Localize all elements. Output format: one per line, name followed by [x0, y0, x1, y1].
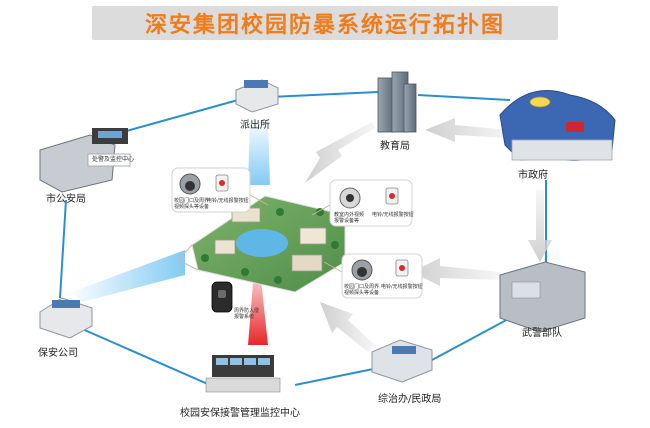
- label-security-company: 保安公司: [38, 348, 78, 359]
- arrow-education-campus: [305, 122, 375, 183]
- signal-beams: [72, 120, 270, 345]
- diagram-title: 深安集团校园防暴系统运行拓扑图: [144, 13, 505, 38]
- label-city-government: 市政府: [518, 170, 548, 181]
- gray-arrows: [305, 118, 552, 352]
- node-comprehensive-office: [371, 339, 433, 383]
- arrow-armedpolice-campus: [412, 258, 500, 286]
- node-education-bureau: [377, 71, 417, 133]
- label-education-bureau: 教育局: [380, 141, 410, 152]
- police-car-icon: [566, 122, 584, 132]
- node-monitoring-center: [205, 355, 281, 393]
- label-armed-police: 武警部队: [522, 328, 562, 339]
- beam-center-red: [248, 270, 268, 345]
- node-armed-police: [499, 261, 586, 333]
- beam-police: [248, 120, 270, 185]
- campus-scene: [177, 195, 356, 293]
- label-public-security: 市公安局: [46, 194, 86, 205]
- link-police-education: [269, 91, 379, 98]
- link-center-security: [79, 327, 211, 386]
- label-monitoring-center: 校园安保接警管理监控中心: [180, 408, 300, 419]
- text-button-bottom: 电铃/无线报警按钮: [381, 284, 423, 290]
- arrow-office-campus: [320, 302, 375, 352]
- text-camera-right: 教室内外视频 报警设备等: [334, 212, 365, 224]
- link-office-center: [294, 367, 379, 386]
- node-public-security: [39, 128, 131, 193]
- node-security-company: [39, 297, 93, 339]
- text-detector: 周界防入侵 报警系统: [234, 308, 260, 320]
- arrow-government-education: [425, 118, 510, 142]
- label-police-station: 派出所: [240, 120, 270, 131]
- title-bar: 深安集团校园防暴系统运行拓扑图: [92, 6, 558, 40]
- link-security-publicsecurity: [59, 199, 67, 299]
- text-button-top: 电铃/无线报警按钮: [207, 198, 249, 204]
- text-button-right: 电铃/无线报警按钮: [372, 212, 414, 218]
- node-police-station: [235, 79, 279, 113]
- beam-security: [72, 250, 185, 302]
- text-camera-top: 校园门口及周界 视频探头等设备: [174, 198, 210, 210]
- link-education-government: [417, 94, 511, 101]
- label-comprehensive-office: 综治办/民政局: [378, 394, 442, 405]
- device-callouts: [171, 167, 423, 313]
- label-alarm-center-sign: 处警及监控中心: [92, 156, 135, 163]
- arrow-government-armedpolice: [528, 190, 552, 262]
- text-camera-bottom: 校园门口及周界 视频探头等设备: [344, 284, 380, 296]
- node-city-government: [499, 90, 616, 161]
